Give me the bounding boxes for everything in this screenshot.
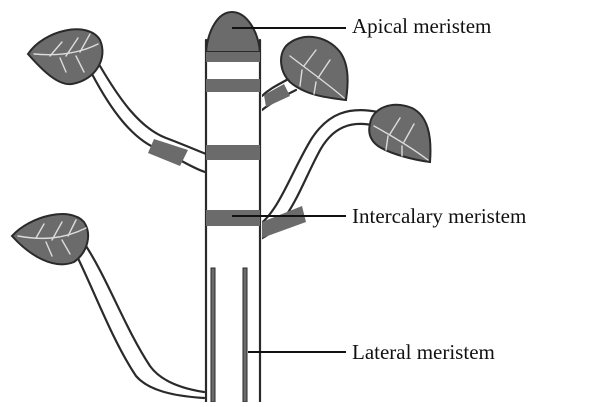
apical-meristem-band	[206, 52, 260, 62]
meristem-band	[206, 79, 260, 92]
apical-tip	[206, 12, 260, 52]
lateral-meristem-label: Lateral meristem	[352, 342, 495, 363]
leaf-upper-left	[28, 29, 102, 84]
lateral-meristem-strip	[243, 268, 247, 402]
branch-meristem-band	[264, 84, 290, 107]
intercalary-meristem-label: Intercalary meristem	[352, 206, 526, 227]
meristem-band	[206, 145, 260, 160]
leaf-upper-right	[281, 37, 348, 100]
lateral-meristem-strip	[211, 268, 215, 402]
upper-left-branch	[92, 66, 206, 172]
apical-meristem-label: Apical meristem	[352, 16, 491, 37]
lower-left-branch	[74, 246, 204, 398]
leaf-lower-left	[12, 214, 88, 264]
branch-meristem-band	[262, 206, 306, 238]
intercalary-meristem-band	[206, 210, 260, 226]
branch-meristem-band	[148, 139, 188, 166]
main-stem	[205, 12, 262, 402]
leaf-right	[369, 105, 430, 162]
